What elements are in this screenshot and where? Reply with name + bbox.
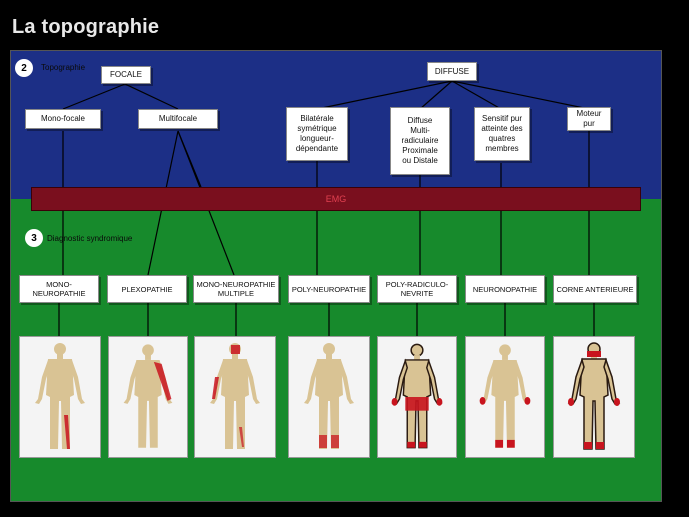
body-card-neuronopathie — [465, 336, 545, 458]
body-card-mono-neuropathie — [19, 336, 101, 458]
diag-poly-radiculo-nevrite: POLY-RADICULO- NEVRITE — [377, 275, 457, 303]
diag-poly-neuropathie: POLY-NEUROPATHIE — [288, 275, 370, 303]
section-3-label: Diagnostic syndromique — [47, 234, 133, 243]
bilaterale-box: Bilatérale symétrique longueur- dépendan… — [286, 107, 348, 161]
mono-focale-box: Mono-focale — [25, 109, 101, 129]
body-card-poly-neuropathie — [288, 336, 370, 458]
section-2-badge: 2 — [15, 59, 33, 77]
diag-mono-neuropathie-multiple: MONO-NEUROPATHIE MULTIPLE — [193, 275, 279, 303]
body-card-corne-anterieure — [553, 336, 635, 458]
slide-title: La topographie — [12, 16, 160, 38]
multifocale-box: Multifocale — [138, 109, 218, 129]
diag-corne-anterieure: CORNE ANTERIEURE — [553, 275, 637, 303]
sensitif-box: Sensitif pur atteinte des quatres membre… — [474, 107, 530, 161]
section-2-label: Topographie — [41, 63, 86, 72]
diffuse-multi-box: Diffuse Multi- radiculaire Proximale ou … — [390, 107, 450, 175]
moteur-box: Moteur pur — [567, 107, 611, 131]
diffuse-box: DIFFUSE — [427, 62, 477, 81]
emg-bar: EMG — [31, 187, 641, 211]
section-3-badge: 3 — [25, 229, 43, 247]
diag-mono-neuropathie: MONO- NEUROPATHIE — [19, 275, 99, 303]
diagram-panel: 2 Topographie FOCALE DIFFUSE Mono-focale… — [10, 50, 662, 502]
body-card-mono-neuropathie-multiple — [194, 336, 276, 458]
body-card-plexopathie — [108, 336, 188, 458]
focale-box: FOCALE — [101, 66, 151, 84]
body-card-poly-radiculo-nevrite — [377, 336, 457, 458]
diag-plexopathie: PLEXOPATHIE — [107, 275, 187, 303]
diag-neuronopathie: NEURONOPATHIE — [465, 275, 545, 303]
